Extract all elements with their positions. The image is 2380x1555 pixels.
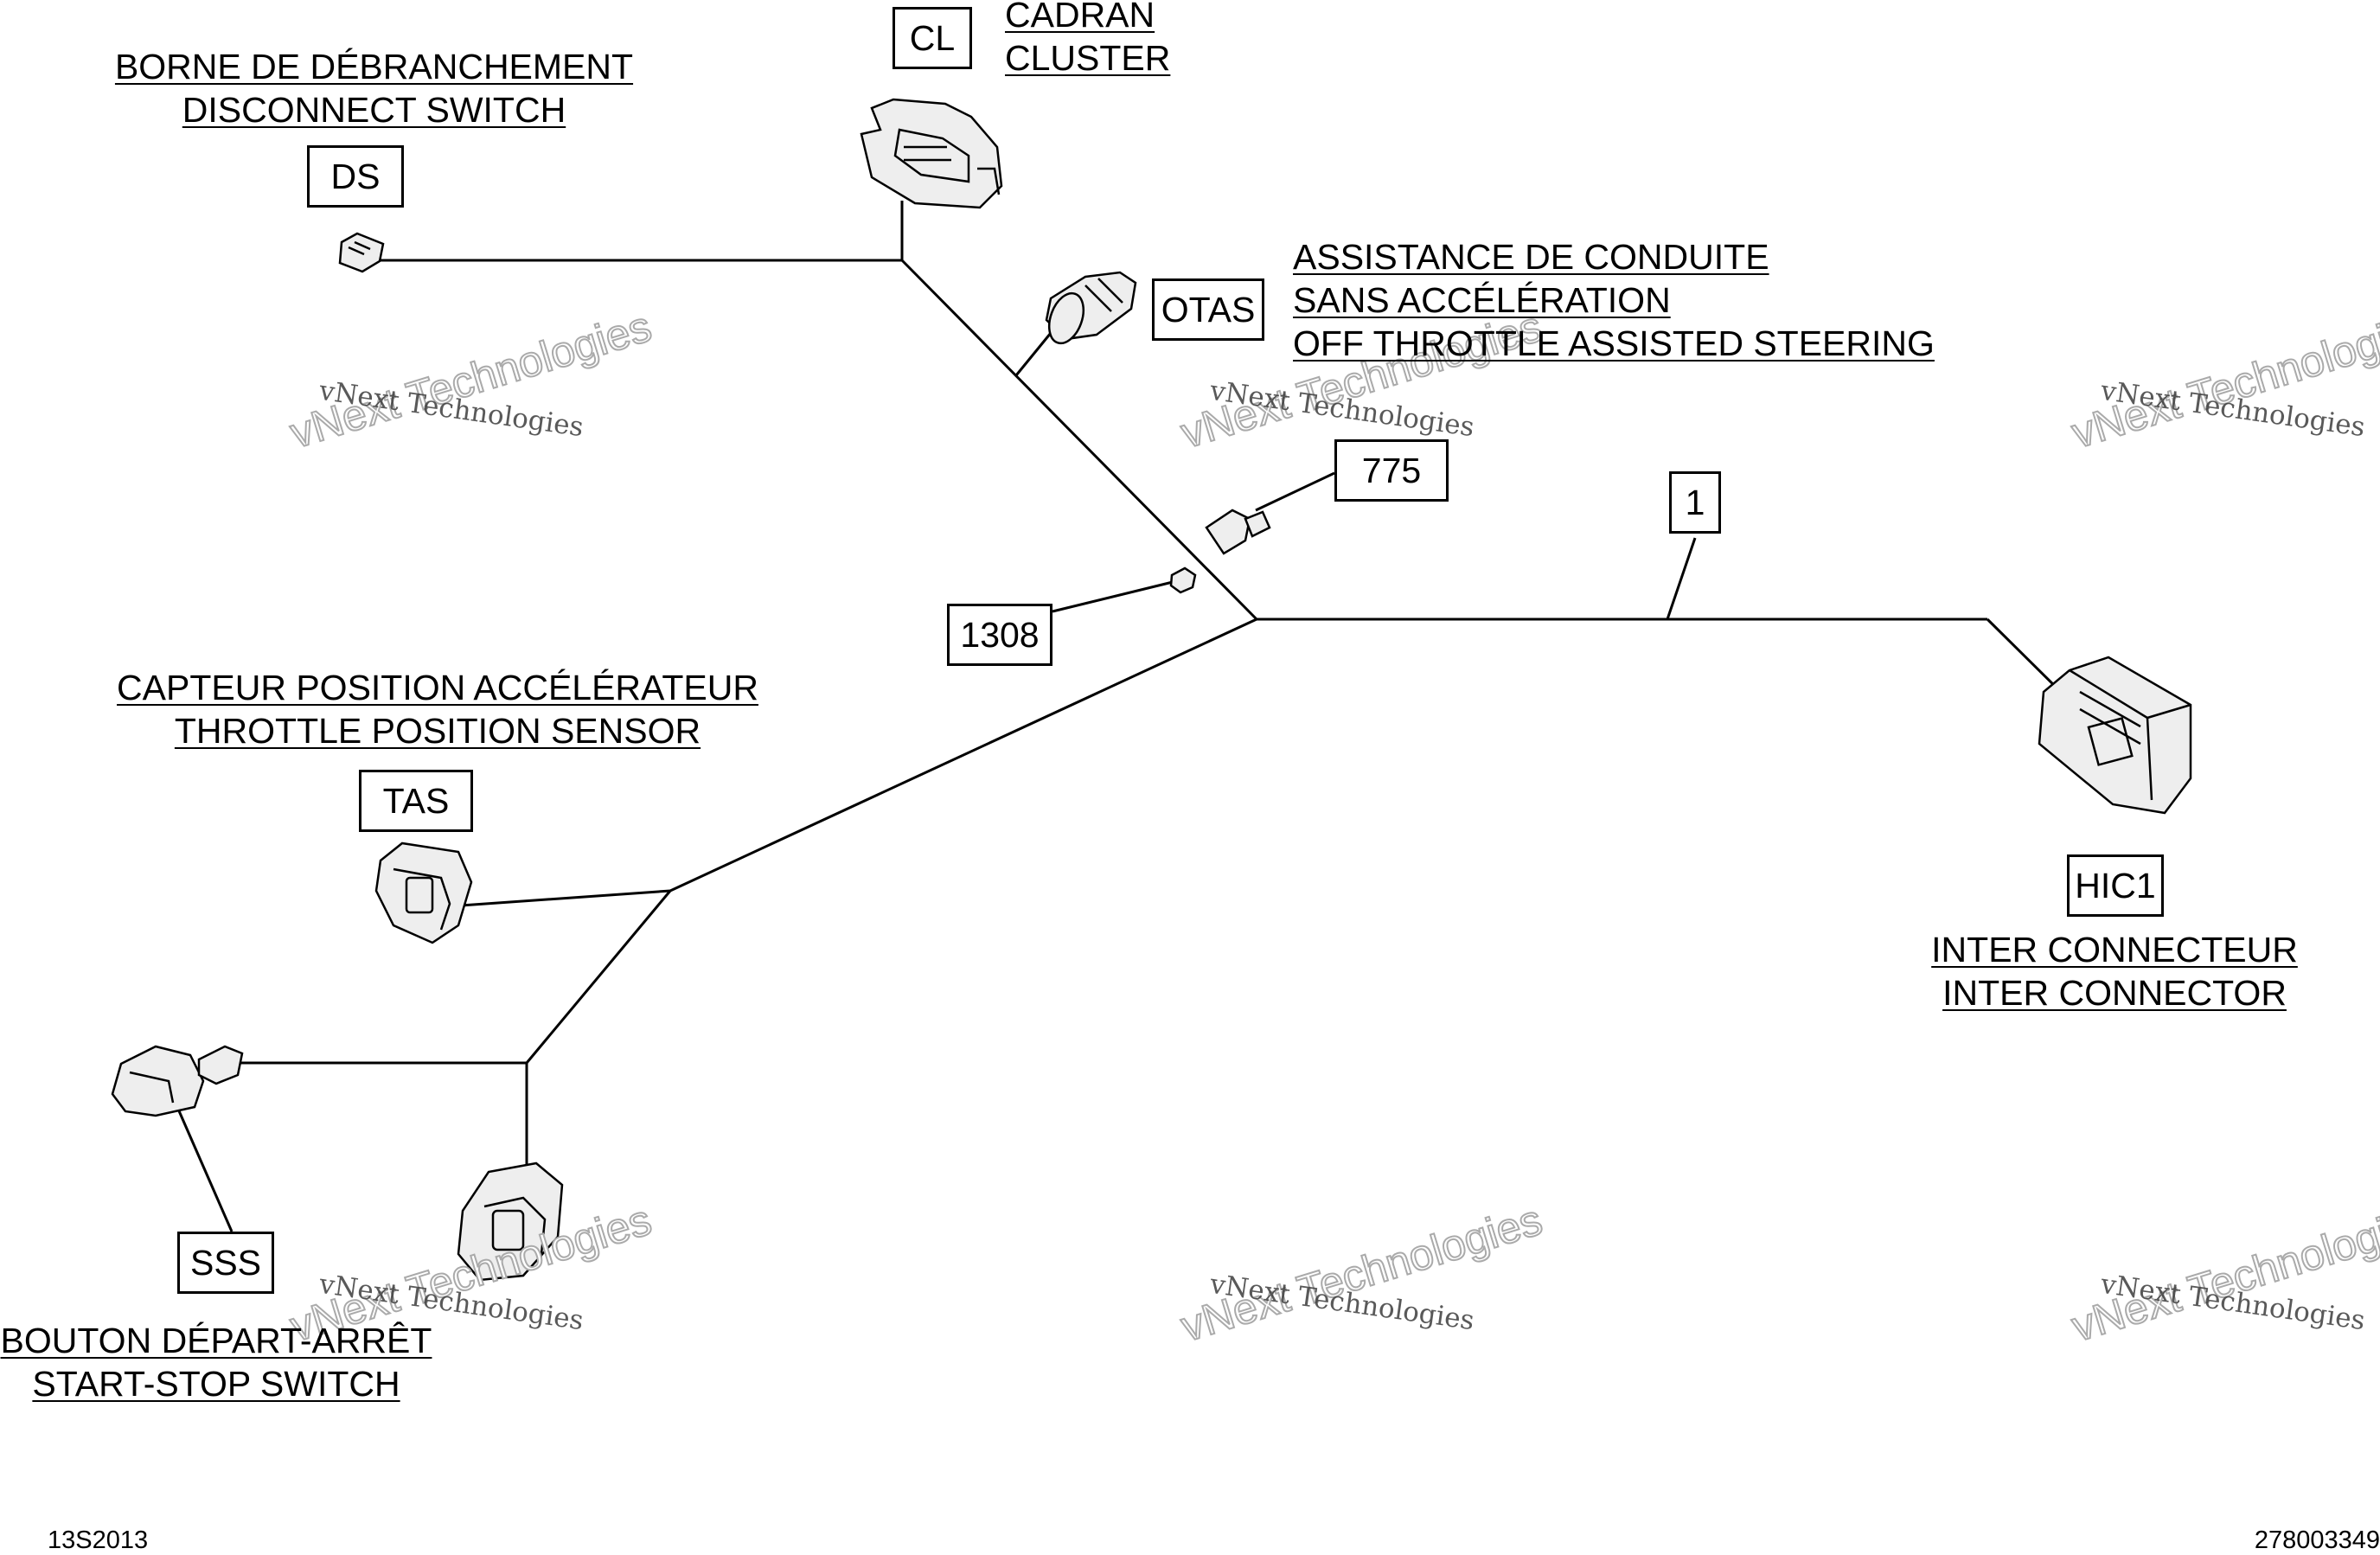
tas-connector-icon bbox=[374, 841, 473, 944]
figure-code-left: 13S2013 bbox=[48, 1526, 149, 1554]
inter-connector-label: INTER CONNECTEUR INTER CONNECTOR bbox=[1911, 928, 2318, 1014]
disconnect-switch-label-fr: BORNE DE DÉBRANCHEMENT bbox=[114, 47, 634, 86]
connector-775-icon bbox=[1205, 509, 1271, 555]
throttle-position-sensor-label: CAPTEUR POSITION ACCÉLÉRATEUR THROTTLE P… bbox=[82, 666, 793, 752]
callout-cl: CL bbox=[892, 7, 972, 69]
otas-label-fr-1: ASSISTANCE DE CONDUITE bbox=[1293, 237, 1769, 277]
otas-label-en: OFF THROTTLE ASSISTED STEERING bbox=[1293, 323, 1935, 363]
harness-sss-leader bbox=[176, 1106, 234, 1232]
otas-connector-icon bbox=[1045, 271, 1137, 345]
otas-label: ASSISTANCE DE CONDUITE SANS ACCÉLÉRATION… bbox=[1293, 235, 1935, 365]
cluster-label-fr: CADRAN bbox=[1005, 0, 1155, 35]
harness-1308-leader bbox=[1052, 579, 1177, 613]
callout-ds: DS bbox=[307, 145, 404, 208]
callout-tas: TAS bbox=[359, 770, 473, 832]
harness-lower bbox=[525, 890, 672, 1064]
harness-otas-branch bbox=[1014, 332, 1052, 376]
harness-main-left bbox=[669, 618, 1257, 893]
callout-775: 775 bbox=[1334, 439, 1449, 502]
harness-775-leader bbox=[1255, 471, 1335, 512]
cluster-label-en: CLUSTER bbox=[1005, 38, 1171, 78]
callout-hic1: HIC1 bbox=[2067, 854, 2164, 917]
disconnect-switch-label: BORNE DE DÉBRANCHEMENT DISCONNECT SWITCH bbox=[95, 45, 653, 131]
inter-connector-label-fr: INTER CONNECTEUR bbox=[1931, 930, 2298, 969]
harness-tas-branch bbox=[460, 889, 671, 907]
harness-trunk-upper bbox=[900, 259, 1258, 621]
lower-connector-icon bbox=[457, 1161, 564, 1282]
callout-otas: OTAS bbox=[1152, 278, 1264, 341]
tps-label-fr: CAPTEUR POSITION ACCÉLÉRATEUR bbox=[117, 668, 758, 707]
sss-label-en: START-STOP SWITCH bbox=[32, 1364, 400, 1404]
tps-label-en: THROTTLE POSITION SENSOR bbox=[174, 711, 701, 751]
disconnect-switch-label-en: DISCONNECT SWITCH bbox=[182, 90, 566, 130]
connector-1308-icon bbox=[1169, 566, 1197, 594]
figure-code-right: 278003349 bbox=[2254, 1526, 2380, 1554]
start-stop-switch-connector-icon bbox=[111, 1045, 244, 1117]
hic1-connector-icon bbox=[2038, 656, 2192, 815]
sss-label-fr: BOUTON DÉPART-ARRÊT bbox=[0, 1321, 432, 1360]
harness-1-leader bbox=[1666, 537, 1697, 620]
disconnect-switch-connector-icon bbox=[338, 232, 385, 273]
start-stop-switch-label: BOUTON DÉPART-ARRÊT START-STOP SWITCH bbox=[0, 1319, 432, 1405]
otas-label-fr-2: SANS ACCÉLÉRATION bbox=[1293, 280, 1671, 320]
cluster-label: CADRAN CLUSTER bbox=[1005, 0, 1170, 80]
cluster-connector-icon bbox=[860, 98, 1003, 209]
callout-1308: 1308 bbox=[947, 604, 1052, 666]
callout-1: 1 bbox=[1669, 471, 1721, 534]
callout-sss: SSS bbox=[177, 1232, 274, 1294]
inter-connector-label-en: INTER CONNECTOR bbox=[1942, 973, 2287, 1013]
